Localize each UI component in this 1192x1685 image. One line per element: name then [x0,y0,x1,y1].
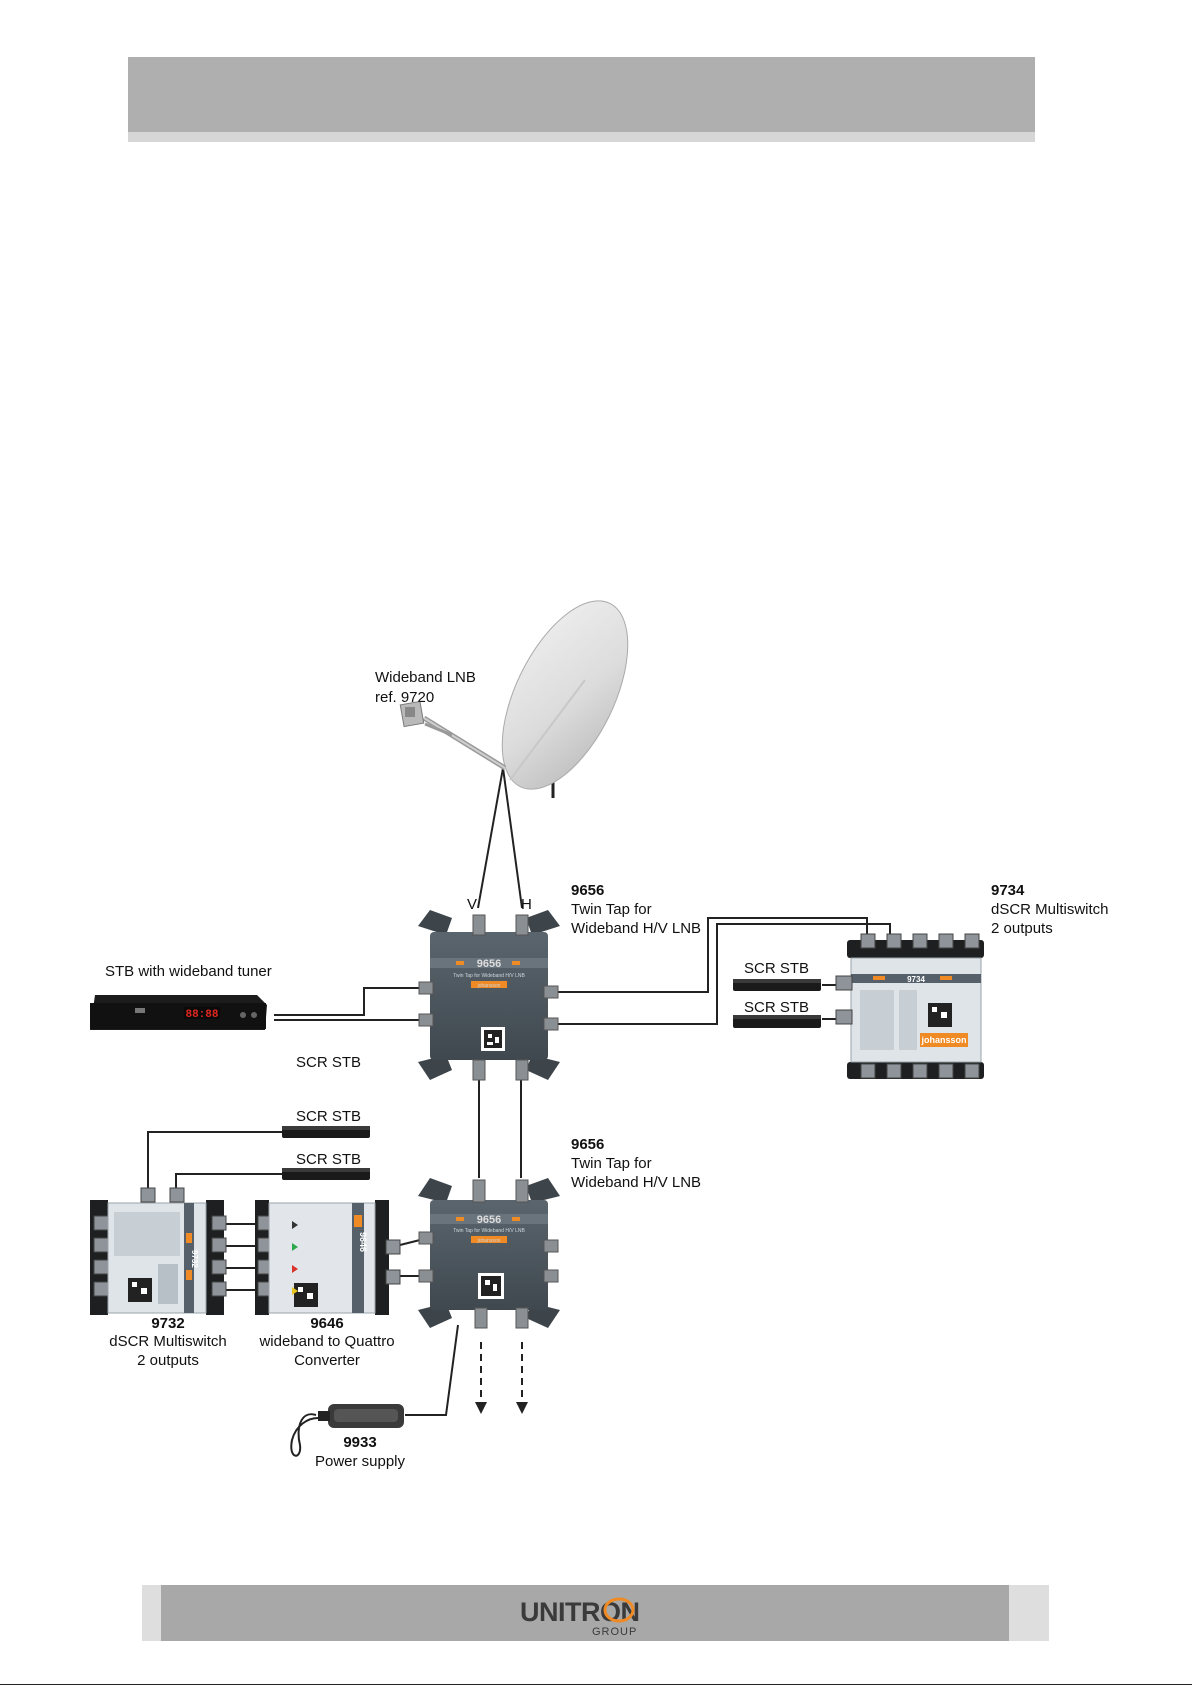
psu-code: 9933 [343,1434,376,1451]
conv-model-text: 9646 [358,1232,368,1252]
svg-text:Wideband H/V LNB: Wideband H/V LNB [571,1174,701,1191]
scr-stb-label: SCR STB [744,960,809,977]
twin-tap-9656-lower: 9656 Twin Tap for Wideband H/V LNB johan… [418,1178,560,1329]
converter-9646: 9646 [255,1200,401,1315]
svg-text:Twin Tap for: Twin Tap for [571,901,652,918]
tap2-code: 9656 [571,1136,604,1153]
svg-text:dSCR Multiswitch: dSCR Multiswitch [991,901,1109,918]
svg-text:9656: 9656 [477,1214,501,1226]
tap1-code: 9656 [571,882,604,899]
svg-text:Wideband H/V LNB: Wideband H/V LNB [571,920,701,937]
set-top-box-wideband: 88:88 [90,995,267,1030]
twin-tap-9656-upper: 9656 Twin Tap for Wideband H/V LNB johan… [418,910,560,1081]
unitron-logo: UNITRON GROUP [520,1597,640,1638]
svg-text:Power supply: Power supply [315,1453,406,1470]
cables [147,767,891,1457]
scr-stb-label: SCR STB [296,1108,361,1125]
svg-text:Converter: Converter [294,1352,360,1369]
ms9732-code: 9732 [151,1315,184,1332]
polarity-h-label: H [521,896,532,913]
logo-sub-text: GROUP [592,1626,637,1638]
cable-continuation-arrows [480,1342,523,1405]
svg-text:wideband to Quattro: wideband to Quattro [258,1333,394,1350]
scr-stb-icon [733,979,821,991]
scr-stb-icon [282,1168,370,1180]
conv-code: 9646 [310,1315,343,1332]
scr-stb-label: SCR STB [296,1151,361,1168]
svg-text:johansson: johansson [920,1035,966,1045]
scr-stb-icon [282,1126,370,1138]
stb-display-text: 88:88 [185,1009,218,1021]
cable-lnb-v [477,767,504,909]
cable-scr-stb-d [175,1173,284,1193]
logo-text: UNITRON [520,1597,640,1627]
svg-text:johansson: johansson [477,1238,501,1244]
svg-text:Twin Tap for: Twin Tap for [571,1155,652,1172]
svg-text:Twin Tap for Wideband H/V LNB: Twin Tap for Wideband H/V LNB [453,973,525,979]
cable-scr-stb-c [147,1131,284,1193]
ms9734-code: 9734 [991,882,1025,899]
lnb-icon [399,700,425,728]
svg-text:2 outputs: 2 outputs [991,920,1053,937]
brand-text: johansson [477,983,501,989]
svg-text:2 outputs: 2 outputs [137,1352,199,1369]
multiswitch-9732: 9732 [90,1187,227,1315]
satellite-dish [422,600,629,798]
svg-text:Twin Tap for Wideband H/V LNB: Twin Tap for Wideband H/V LNB [453,1228,525,1234]
footer-inner [161,1585,1009,1641]
scr-stb-icon [733,1015,821,1028]
tap-model-text: 9656 [477,958,501,970]
cable-psu [405,1324,459,1416]
arrow-down-icon [475,1402,487,1414]
lnb-label: Wideband LNB [375,669,476,686]
stb-wideband-label: STB with wideband tuner [105,963,272,980]
header-strip [128,132,1035,142]
arrow-down-icon [516,1402,528,1414]
ms9732-model-text: 9732 [190,1250,199,1268]
power-supply-9933 [318,1404,404,1428]
svg-text:dSCR Multiswitch: dSCR Multiswitch [109,1333,227,1350]
cable-lnb-h [502,767,523,909]
cable-stb-wideband [274,987,432,1016]
cable-9734-in2 [548,923,891,1025]
scr-stb-label: SCR STB [744,999,809,1016]
multiswitch-9734: 9734 johansson [835,933,984,1079]
diagram-labels: Wideband LNB ref. 9720 V H 9656 Twin Tap… [105,669,1109,1470]
ms9734-model-text: 9734 [907,975,925,984]
svg-text:ref. 9720: ref. 9720 [375,689,434,706]
scr-stb-label: SCR STB [296,1054,361,1071]
header-band [128,57,1035,132]
polarity-v-label: V [467,896,477,913]
